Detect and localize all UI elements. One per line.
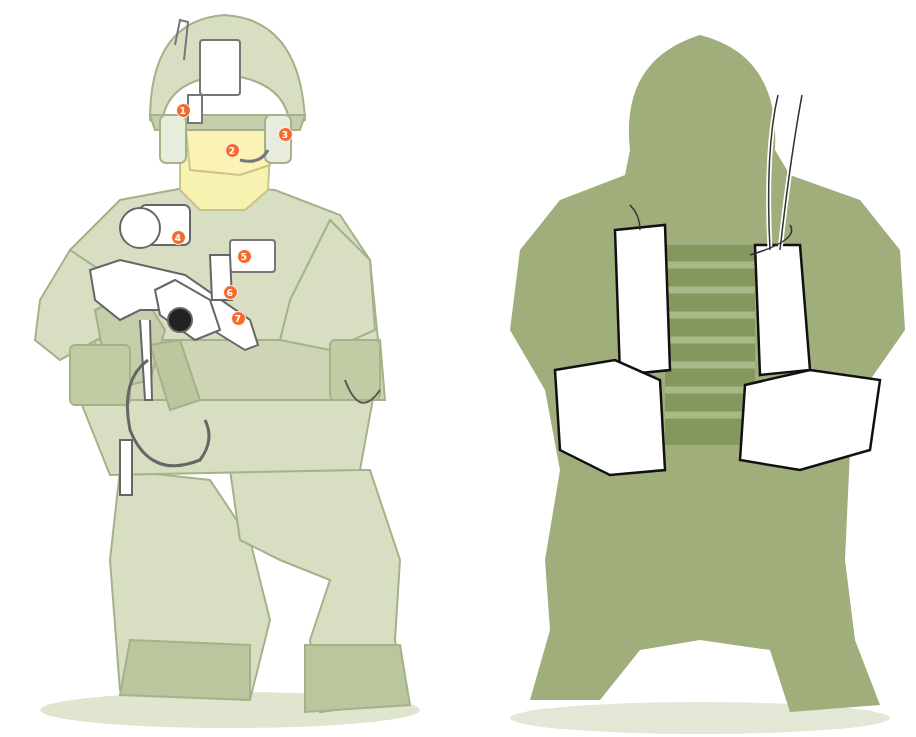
callout-number: 5 xyxy=(237,249,252,264)
callout-number: 6 xyxy=(223,285,238,300)
callout-number: 3 xyxy=(278,127,293,142)
callout-number: 7 xyxy=(231,311,246,326)
callout-number: 4 xyxy=(171,230,186,245)
front-soldier xyxy=(35,15,420,728)
callout-number: 1 xyxy=(176,103,191,118)
back-silhouette xyxy=(510,35,905,734)
weapon xyxy=(90,205,258,495)
callout-number: 2 xyxy=(225,143,240,158)
